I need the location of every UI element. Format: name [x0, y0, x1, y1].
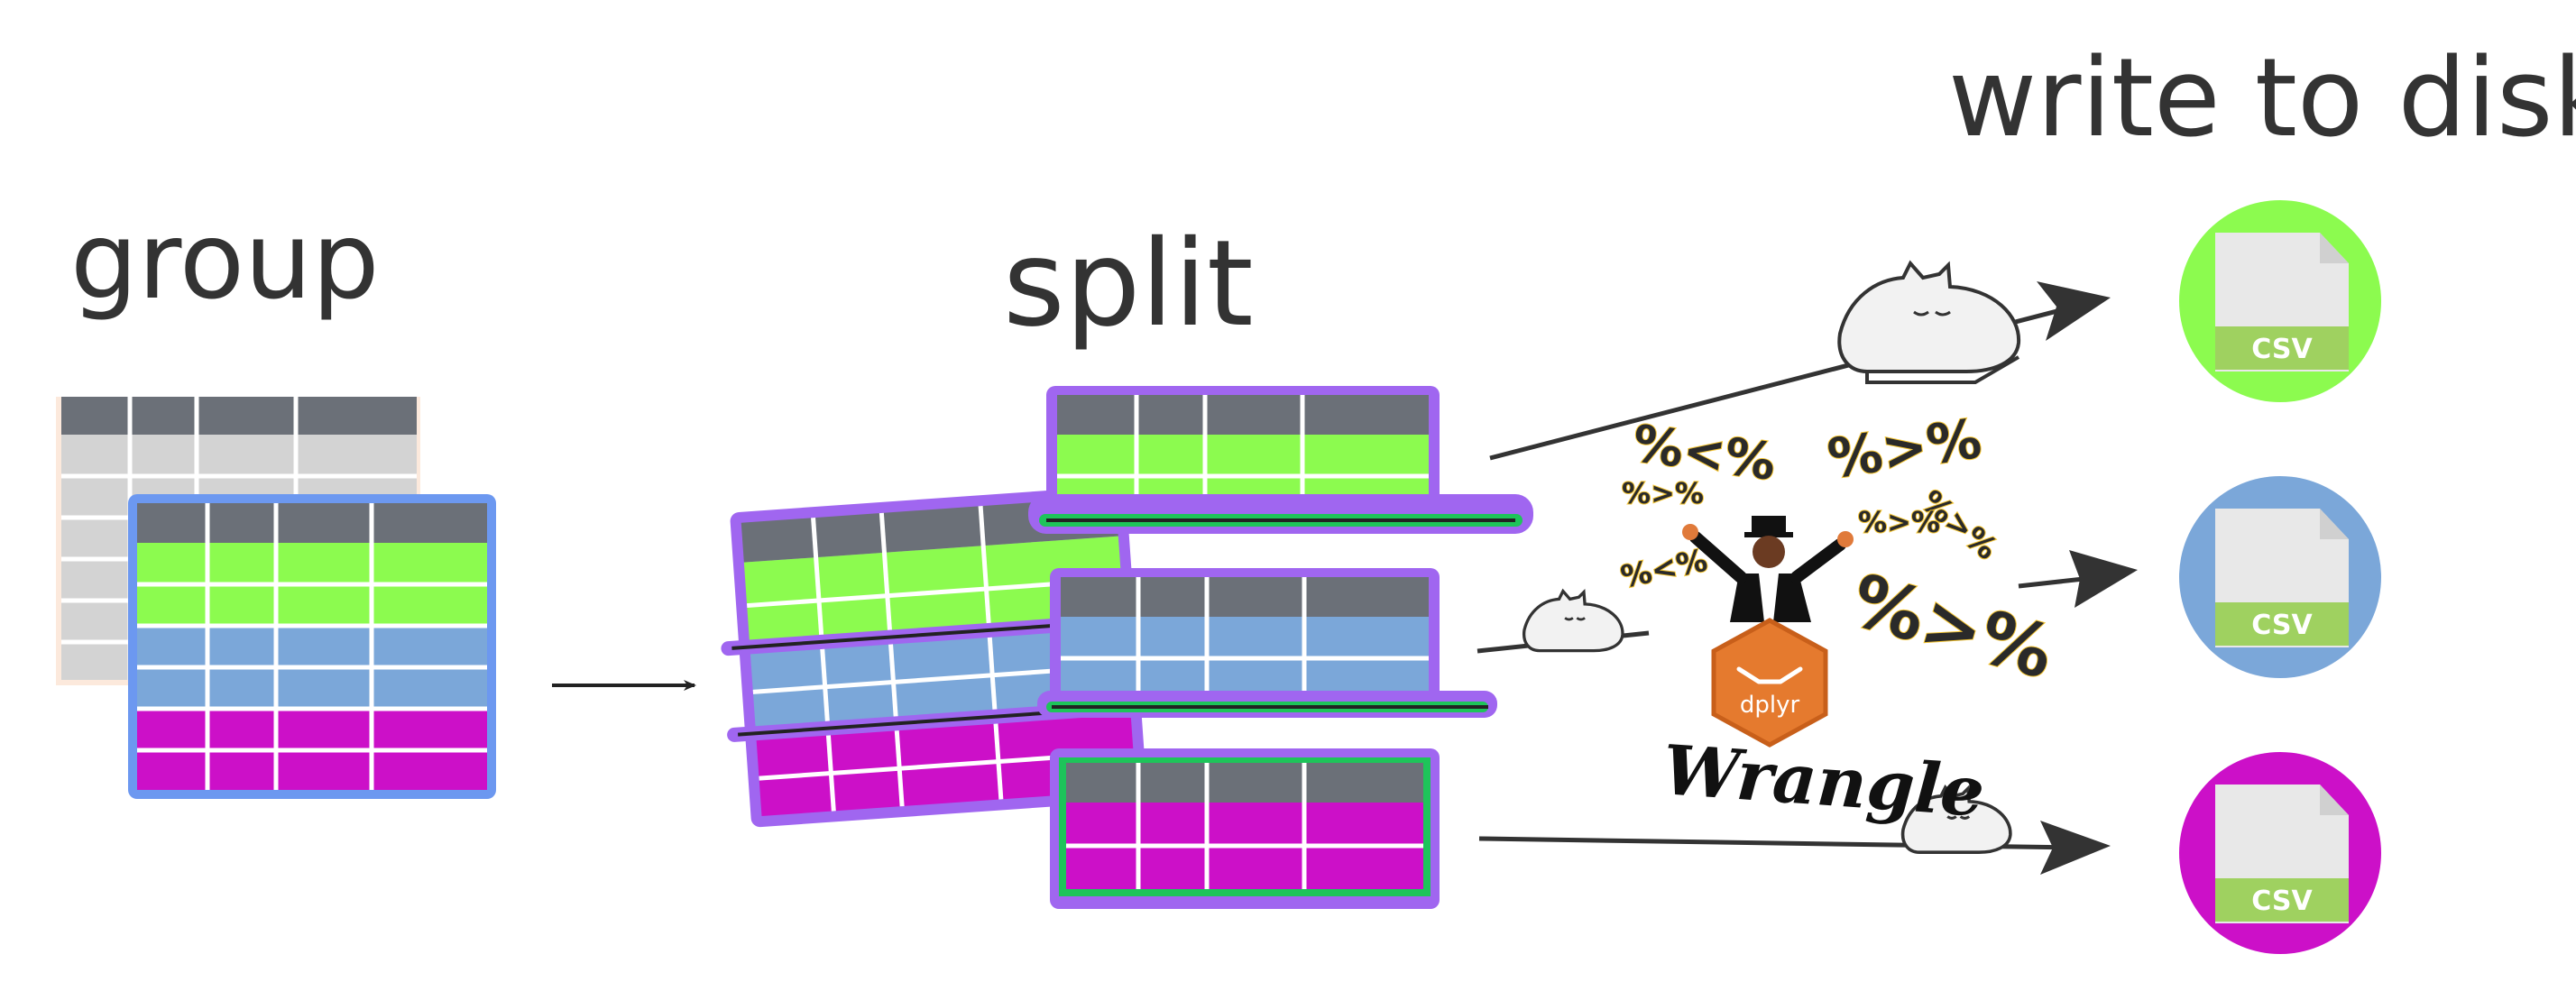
pipe-operator: %<% [1618, 543, 1711, 596]
csv-label: CSV [2251, 610, 2313, 641]
wrangle-wordmark: Wrangle [1661, 729, 1987, 832]
csv-file-icon: CSV [2179, 476, 2381, 678]
cat-icon [1522, 588, 1624, 653]
group-label: group [70, 198, 380, 323]
csv-label: CSV [2251, 885, 2313, 917]
pipe-operator: %>% [1824, 408, 1985, 491]
pipe-operator: %>% [1843, 558, 2063, 695]
cat-icon [1837, 260, 2021, 384]
split-label: split [1003, 215, 1254, 353]
dplyr-label: dplyr [1740, 692, 1800, 719]
cat-icon [1900, 784, 2012, 855]
write-to-disk-label: write to disk [1948, 36, 2576, 161]
grouped-table [128, 494, 496, 799]
csv-file-icon: CSV [2179, 200, 2381, 402]
dplyr-hex-icon: dplyr [1711, 618, 1828, 748]
conductor-figure [1682, 516, 1854, 622]
split-group-magenta [1050, 748, 1440, 909]
split-group-blue [1037, 568, 1497, 718]
pipe-operator: %>% [1622, 476, 1704, 510]
csv-label: CSV [2251, 334, 2313, 365]
split-group-green [1028, 386, 1533, 534]
pipe-operator: %>% [1858, 505, 1940, 539]
arrowhead [2037, 281, 2138, 875]
csv-file-icon: CSV [2179, 752, 2381, 954]
split-source-table [721, 485, 1151, 828]
